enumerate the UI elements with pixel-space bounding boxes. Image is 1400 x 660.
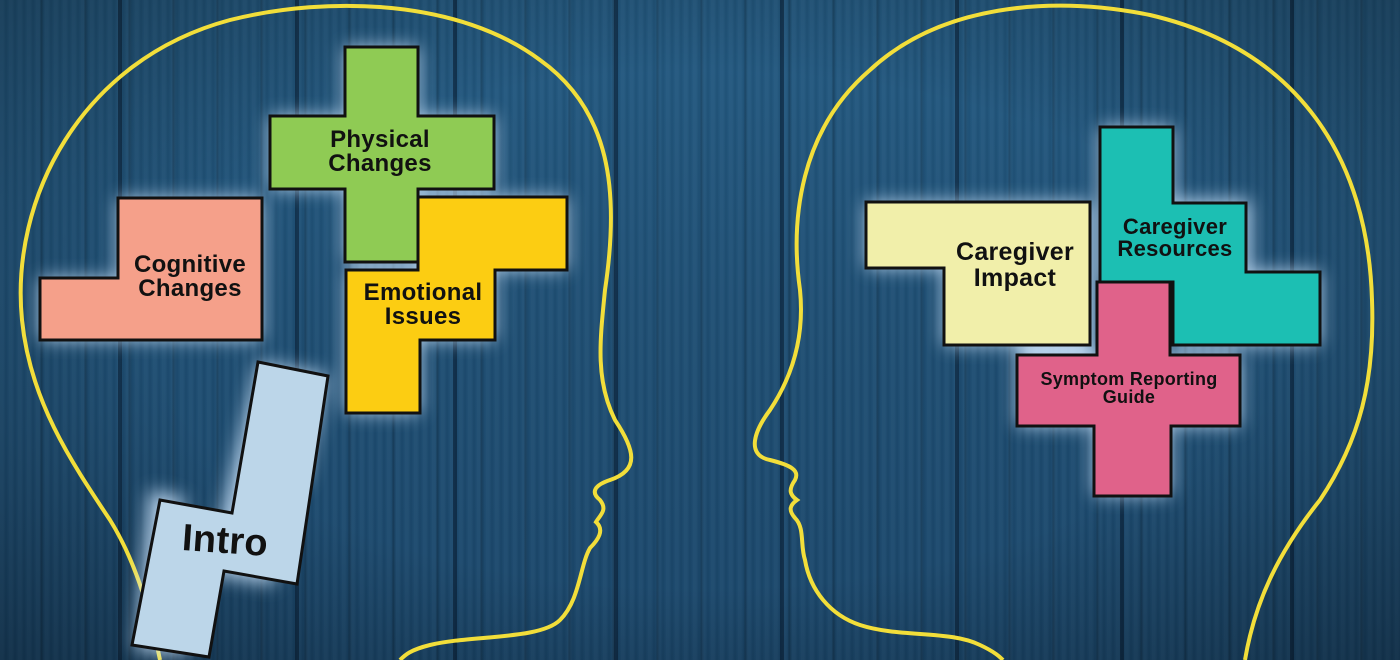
right-head-outline <box>752 3 1375 660</box>
wood-plank-seam <box>780 0 784 660</box>
puzzle-piece-symptom-reporting-guide[interactable] <box>1015 280 1242 498</box>
wood-plank-seam <box>295 0 299 660</box>
label-line: Resources <box>1117 236 1233 262</box>
label-emotional-issues[interactable]: Emotional Issues <box>348 279 498 331</box>
label-line: Physical <box>330 126 430 153</box>
label-physical-changes[interactable]: Physical Changes <box>300 126 460 178</box>
puzzle-piece-intro[interactable] <box>130 360 330 659</box>
left-head-outline <box>18 3 634 660</box>
puzzle-piece-cognitive-changes[interactable] <box>38 196 264 342</box>
label-symptom-reporting-guide[interactable]: Symptom Reporting Guide <box>1015 370 1243 407</box>
puzzle-piece-physical-changes[interactable] <box>268 45 496 264</box>
label-line: Emotional <box>363 279 483 306</box>
label-line: Caregiver <box>955 238 1075 266</box>
label-line: Symptom Reporting <box>1040 369 1218 389</box>
label-line: Caregiver <box>1122 214 1228 239</box>
label-cognitive-changes[interactable]: Cognitive Changes <box>115 251 265 303</box>
puzzle-piece-emotional-issues[interactable] <box>344 195 569 415</box>
label-line: Impact <box>973 263 1057 292</box>
label-line: Changes <box>138 275 242 303</box>
label-line: Guide <box>1102 387 1156 408</box>
label-line: Cognitive <box>133 251 247 278</box>
label-line: Issues <box>384 303 462 331</box>
puzzle-piece-caregiver-impact[interactable] <box>864 200 1092 347</box>
label-caregiver-impact[interactable]: Caregiver Impact <box>935 238 1095 292</box>
label-caregiver-resources[interactable]: Caregiver Resources <box>1100 214 1250 262</box>
wood-plank-seam <box>614 0 618 660</box>
label-line: Changes <box>328 150 432 178</box>
